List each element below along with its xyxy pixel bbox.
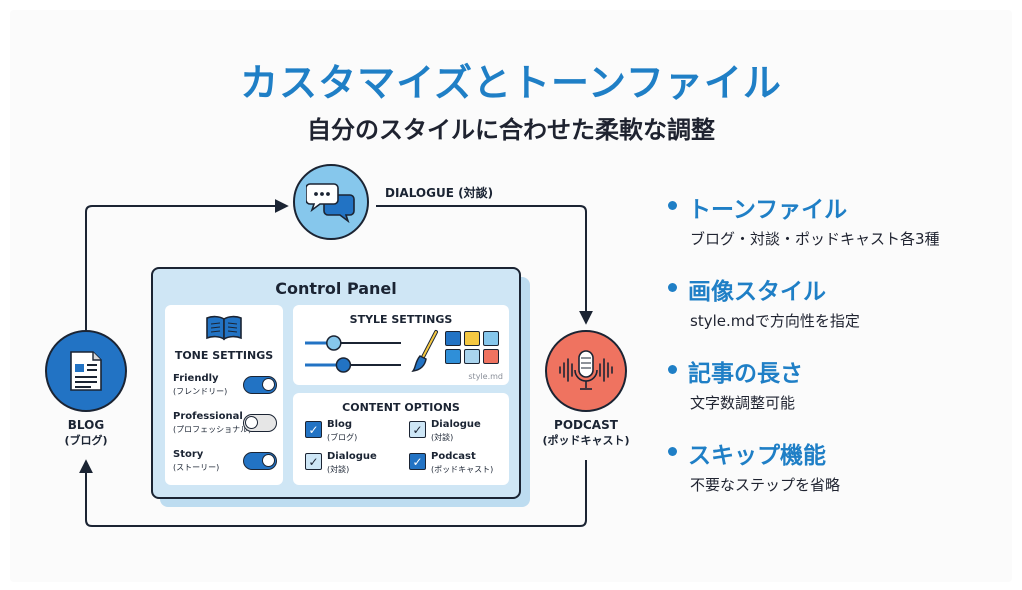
option-name: Blog [327, 419, 353, 430]
podcast-node [545, 330, 627, 412]
feature-desc: ブログ・対談・ポッドキャスト各3種 [690, 230, 940, 248]
feature-desc: style.mdで方向性を指定 [690, 312, 860, 330]
arrow-blog-to-dialogue [85, 199, 289, 330]
tone-item-friendly: Friendly (フレンドリー) [173, 373, 277, 403]
option-name: Dialogue [431, 419, 481, 430]
friendly-toggle[interactable] [243, 376, 277, 394]
option-sub: (対談) [327, 465, 350, 474]
checkbox[interactable]: ✓ [409, 453, 426, 470]
blog-sublabel: (ブログ) [64, 434, 108, 447]
checkbox[interactable]: ✓ [409, 421, 426, 438]
document-icon [70, 351, 102, 391]
slider-knob[interactable] [335, 357, 352, 373]
toggle-knob [262, 454, 275, 467]
option-name: Dialogue [327, 451, 377, 462]
podcast-sublabel: (ポッドキャスト) [542, 434, 630, 447]
checkbox[interactable]: ✓ [305, 421, 322, 438]
tone-sub: (フレンドリー) [173, 387, 228, 396]
feature-heading: スキップ機能 [688, 443, 826, 469]
content-option-podcast[interactable]: ✓ Podcast (ポッドキャスト) [409, 451, 513, 487]
tone-sub: (ストーリー) [173, 463, 220, 472]
blog-node [45, 330, 127, 412]
control-panel: Control Panel TONE SETTINGS Friendly (フレ… [151, 267, 521, 499]
professional-toggle[interactable] [243, 414, 277, 432]
feature-heading: 記事の長さ [688, 361, 803, 387]
color-swatch[interactable] [445, 349, 461, 364]
control-panel-title: Control Panel [275, 279, 397, 298]
color-swatch[interactable] [483, 349, 499, 364]
toggle-knob [262, 378, 275, 391]
tone-name: Story [173, 449, 204, 460]
arrow-podcast-to-blog [79, 459, 587, 527]
tone-name: Friendly [173, 373, 219, 384]
story-toggle[interactable] [243, 452, 277, 470]
feature-heading: 画像スタイル [688, 279, 826, 305]
feature-heading: トーンファイル [688, 197, 848, 223]
color-palette [445, 331, 505, 371]
content-options-heading: CONTENT OPTIONS [342, 401, 460, 414]
option-name: Podcast [431, 451, 476, 462]
page-title: カスタマイズとトーンファイル [240, 61, 782, 105]
style-settings-heading: STYLE SETTINGS [349, 313, 453, 326]
dialogue-label: DIALOGUE (対談) [385, 186, 494, 200]
microphone-icon [559, 350, 613, 390]
chat-bubbles-icon [306, 183, 355, 223]
page-subtitle: 自分のスタイルに合わせた柔軟な調整 [307, 116, 715, 144]
arrow-dialogue-to-podcast [376, 205, 593, 325]
color-swatch[interactable] [483, 331, 499, 346]
paintbrush-icon [411, 330, 438, 372]
option-sub: (対談) [431, 433, 454, 442]
checkbox[interactable]: ✓ [305, 453, 322, 470]
feature-desc: 文字数調整可能 [690, 394, 796, 412]
open-book-icon [206, 315, 242, 341]
content-options-card: CONTENT OPTIONS ✓ Blog (ブログ) ✓ Dialogue … [293, 393, 509, 485]
slider-knob[interactable] [326, 335, 342, 351]
tone-name: Professional [173, 411, 243, 422]
tone-sub: (プロフェッショナル) [173, 425, 252, 434]
option-sub: (ポッドキャスト) [431, 465, 494, 474]
toggle-knob [245, 416, 258, 429]
color-swatch[interactable] [464, 349, 480, 364]
content-option-dialogue[interactable]: ✓ Dialogue (対談) [409, 419, 513, 455]
style-file-label: style.md [468, 372, 503, 381]
tone-settings-card: TONE SETTINGS Friendly (フレンドリー) Professi… [165, 305, 283, 485]
podcast-label: PODCAST (ポッドキャスト) [531, 418, 641, 448]
bullet-dot [668, 447, 677, 456]
content-option-blog[interactable]: ✓ Blog (ブログ) [305, 419, 409, 455]
color-swatch[interactable] [464, 331, 480, 346]
bullet-dot [668, 365, 677, 374]
style-sliders [305, 335, 401, 373]
dialogue-node [293, 164, 369, 240]
bullet-dot [668, 283, 677, 292]
color-swatch[interactable] [445, 331, 461, 346]
style-settings-card: STYLE SETTINGS style.md [293, 305, 509, 385]
content-option-dialogue-2[interactable]: ✓ Dialogue (対談) [305, 451, 409, 487]
tone-item-story: Story (ストーリー) [173, 449, 277, 479]
bullet-dot [668, 201, 677, 210]
option-sub: (ブログ) [327, 433, 358, 442]
tone-item-professional: Professional (プロフェッショナル) [173, 411, 277, 441]
feature-desc: 不要なステップを省略 [690, 476, 841, 494]
blog-label: BLOG (ブログ) [40, 418, 132, 448]
tone-settings-heading: TONE SETTINGS [174, 349, 274, 362]
